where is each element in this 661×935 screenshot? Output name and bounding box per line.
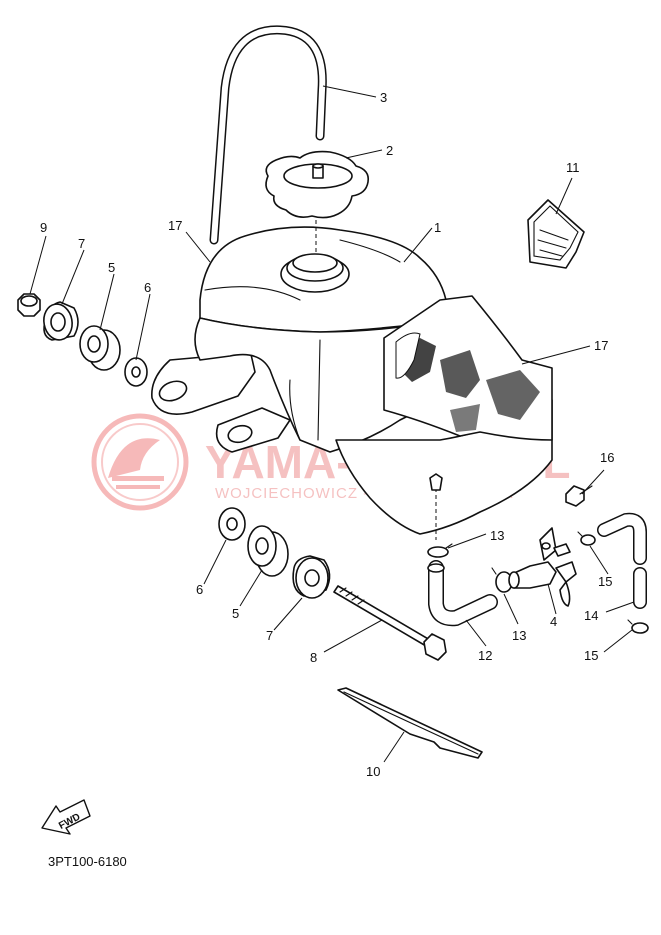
callout-14: 14 [584, 608, 598, 623]
callout-1: 1 [434, 220, 441, 235]
callout-9: 9 [40, 220, 47, 235]
callout-2: 2 [386, 143, 393, 158]
part-11-label [527, 199, 585, 269]
part-2-fuel-cap [265, 150, 370, 252]
callout-12: 12 [478, 648, 492, 663]
part-7-collar-lower [292, 555, 331, 599]
callout-13a: 13 [490, 528, 504, 543]
part-3-breather-hose [209, 25, 327, 245]
callout-11: 11 [566, 160, 580, 175]
part-6-washer-lower [218, 507, 246, 541]
fuel-cock-dashed-guide [429, 473, 443, 540]
callout-6b: 6 [196, 582, 203, 597]
callout-5a: 5 [108, 260, 115, 275]
callout-17a: 17 [168, 218, 182, 233]
part-7-collar-upper [43, 301, 79, 341]
callout-16: 16 [600, 450, 614, 465]
part-12-fuel-pipe [427, 560, 498, 627]
callout-17b: 17 [594, 338, 608, 353]
callout-10: 10 [366, 764, 380, 779]
part-9-nut [17, 293, 41, 317]
part-1-fuel-tank [151, 226, 553, 535]
callout-8: 8 [310, 650, 317, 665]
part-5-damper-upper [79, 325, 121, 371]
fwd-arrow-icon: FWD [41, 799, 91, 835]
callout-3: 3 [380, 90, 387, 105]
part-6-washer-upper [124, 357, 148, 387]
part-8-bolt [333, 585, 447, 661]
drawing-code: 3PT100-6180 [48, 854, 127, 869]
part-13-clip-upper [427, 543, 453, 558]
part-16-screw [565, 485, 593, 507]
callout-5b: 5 [232, 606, 239, 621]
callouts: 3 2 1 11 17 17 9 7 5 6 6 5 7 8 10 12 13 … [40, 90, 614, 779]
callout-7a: 7 [78, 236, 85, 251]
part-14-fuel-hose [597, 512, 647, 609]
leader-lines [29, 85, 635, 763]
callout-7b: 7 [266, 628, 273, 643]
callout-13b: 13 [512, 628, 526, 643]
callout-4: 4 [550, 614, 557, 629]
part-5-damper-lower [247, 525, 289, 577]
watermark-logo [91, 413, 189, 511]
callout-6a: 6 [144, 280, 151, 295]
callout-15a: 15 [598, 574, 612, 589]
part-4-fuel-cock [508, 527, 577, 607]
part-10-protector [337, 687, 483, 759]
part-15-clip-upper [577, 531, 596, 546]
part-15-clip-lower [627, 619, 649, 634]
callout-15b: 15 [584, 648, 598, 663]
